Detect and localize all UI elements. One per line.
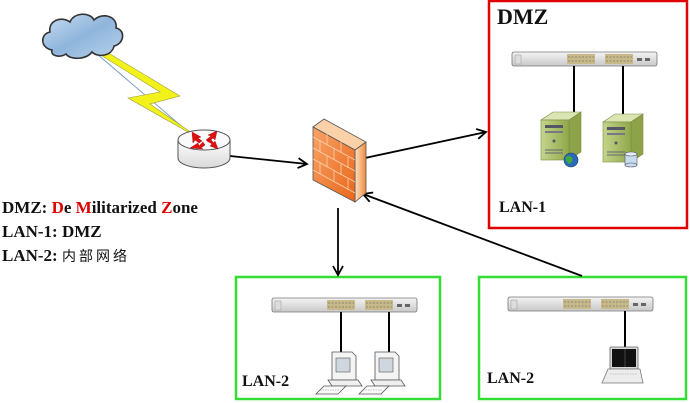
lan2-left-zone-box bbox=[234, 275, 442, 401]
legend-lan2-meaning: 内部网络 bbox=[61, 249, 130, 265]
legend-letter-m: M bbox=[75, 198, 92, 217]
wan-lightning-icon bbox=[82, 41, 203, 143]
dmz-zone-box bbox=[487, 0, 689, 230]
lan2-right-zone-box bbox=[477, 275, 688, 401]
globe-icon bbox=[563, 152, 579, 168]
legend-text: ilitarized bbox=[91, 198, 162, 217]
legend-lan2-definition: LAN-2: 内部网络 bbox=[2, 244, 198, 269]
dmz-switch-icon bbox=[511, 51, 658, 67]
legend-text: one bbox=[172, 198, 198, 217]
lan2-left-switch-icon bbox=[271, 297, 418, 313]
lan2-right-switch-icon bbox=[507, 296, 654, 312]
firewall-icon bbox=[312, 118, 367, 203]
workstation-1-icon bbox=[315, 351, 363, 395]
web-server-icon bbox=[540, 111, 582, 161]
dmz-zone-title: DMZ bbox=[497, 4, 549, 29]
legend-letter-d: D bbox=[51, 198, 64, 217]
legend-dmz-prefix: DMZ: bbox=[2, 198, 52, 217]
internet-cloud-icon bbox=[41, 13, 124, 60]
lan1-zone-label: LAN-1 bbox=[499, 199, 547, 216]
database-icon bbox=[624, 151, 638, 168]
legend-text: e bbox=[63, 198, 76, 217]
lan2-right-zone-label: LAN-2 bbox=[487, 370, 535, 387]
legend-lan1-definition: LAN-1: DMZ bbox=[2, 222, 102, 241]
lan2-left-zone-label: LAN-2 bbox=[242, 373, 290, 390]
link-lan2-right-firewall bbox=[361, 191, 583, 277]
link-firewall-dmz bbox=[364, 128, 488, 159]
workstation-2-icon bbox=[358, 351, 406, 395]
legend-dmz-definition: DMZ: De Militarized Zone bbox=[2, 196, 198, 220]
link-router-firewall bbox=[229, 155, 309, 169]
legend-lan2-prefix: LAN-2: bbox=[2, 246, 62, 265]
router-icon bbox=[177, 129, 231, 169]
legend: DMZ: De Militarized Zone LAN-1: DMZ LAN-… bbox=[2, 196, 198, 269]
legend-letter-z: Z bbox=[161, 198, 173, 217]
laptop-icon bbox=[601, 346, 644, 384]
